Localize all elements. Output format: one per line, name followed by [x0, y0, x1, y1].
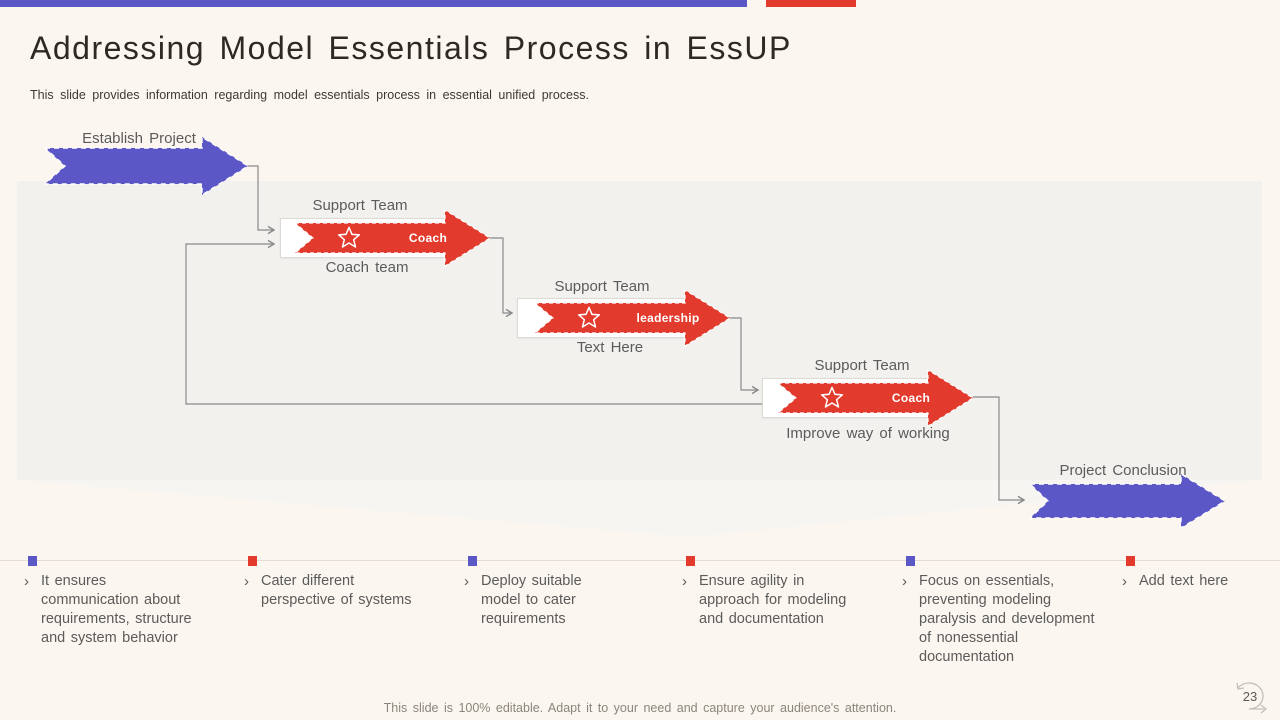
star-icon [337, 226, 361, 248]
establish-project-arrow [45, 137, 248, 195]
step3-coach-arrow [778, 369, 973, 427]
step1-support-team-label: Support Team [312, 197, 408, 214]
timeline-line [0, 560, 1280, 561]
timeline-marker [468, 556, 477, 566]
bullet-text: Focus on essentials, preventing modeling… [919, 573, 1095, 665]
bullet-item: › Cater different perspective of systems [244, 572, 446, 610]
bullet-chevron-icon: › [244, 573, 249, 590]
step3-arrow-text: Coach [891, 391, 931, 405]
step1-arrow-text: Coach [408, 231, 448, 245]
step1-caption: Coach team [325, 259, 409, 276]
page-number: 23 [1242, 689, 1258, 704]
accent-bar-blue [0, 0, 747, 7]
timeline-marker [28, 556, 37, 566]
star-icon [820, 386, 844, 408]
bullet-chevron-icon: › [1122, 573, 1127, 590]
footer-note: This slide is 100% editable. Adapt it to… [383, 701, 897, 715]
bullet-text: Add text here [1139, 573, 1229, 589]
bullet-chevron-icon: › [682, 573, 687, 590]
bullet-item: › Focus on essentials, preventing modeli… [902, 572, 1104, 667]
step2-leadership-arrow [535, 289, 730, 347]
step2-caption: Text Here [576, 339, 644, 356]
establish-project-label: Establish Project [82, 130, 196, 147]
bullet-chevron-icon: › [464, 573, 469, 590]
step3-support-team-label: Support Team [814, 357, 910, 374]
diagram-band-wedge [17, 480, 1262, 537]
step2-support-team-label: Support Team [554, 278, 650, 295]
page-number-badge: 23 [1228, 676, 1276, 720]
accent-bar-red [766, 0, 856, 7]
star-icon [577, 306, 601, 328]
bullet-text: Cater different perspective of systems [261, 573, 412, 608]
project-conclusion-label: Project Conclusion [1059, 462, 1187, 479]
bullet-text: Deploy suitable model to cater requireme… [481, 573, 582, 627]
timeline-marker [686, 556, 695, 566]
project-conclusion-arrow [1030, 474, 1225, 528]
timeline-marker [248, 556, 257, 566]
slide-subtitle: This slide provides information regardin… [30, 88, 589, 102]
bullet-text: It ensures communication about requireme… [41, 573, 192, 646]
step1-coach-arrow [295, 209, 490, 267]
timeline-marker [906, 556, 915, 566]
bullet-chevron-icon: › [902, 573, 907, 590]
bullet-item: › It ensures communication about require… [24, 572, 226, 648]
page-loop-icon [1236, 682, 1268, 714]
slide-title: Addressing Model Essentials Process in E… [30, 30, 792, 66]
bullet-text: Ensure agility in approach for modeling … [699, 573, 847, 627]
bullet-item: › Deploy suitable model to cater require… [464, 572, 666, 629]
step2-arrow-text: leadership [636, 311, 700, 325]
bullet-chevron-icon: › [24, 573, 29, 590]
bullet-item: › Add text here [1122, 572, 1280, 591]
step3-caption: Improve way of working [786, 425, 950, 442]
timeline-marker [1126, 556, 1135, 566]
bullet-item: › Ensure agility in approach for modelin… [682, 572, 884, 629]
